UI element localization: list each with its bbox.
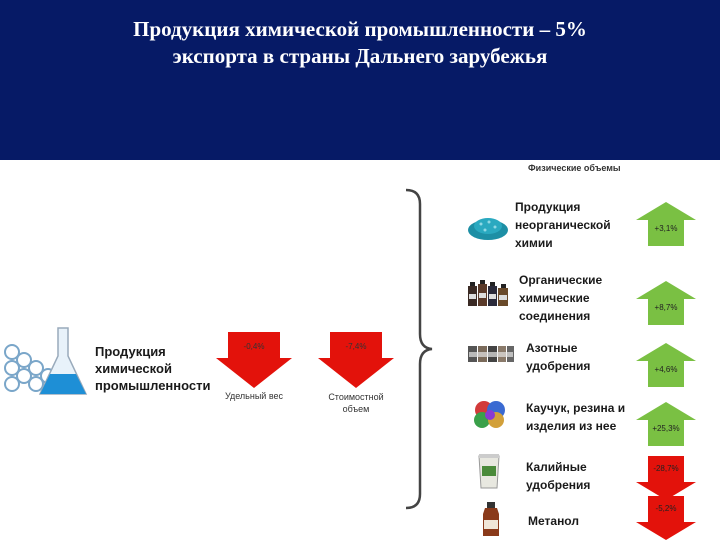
- change-arrow-up: +8,7%: [636, 281, 696, 325]
- product-label-line: Органические: [519, 273, 603, 287]
- value-caption-line: Стоимостной: [328, 392, 384, 402]
- change-value: -28,7%: [653, 464, 679, 473]
- fertilizer-jars-icon: [468, 346, 514, 362]
- share-change-value: -0,4%: [243, 342, 265, 351]
- product-label-methanol: Метанол: [528, 512, 579, 530]
- product-label-nitrogen: Азотные удобрения: [526, 339, 590, 375]
- product-label-potash: Калийные удобрения: [526, 458, 590, 494]
- product-label-line: неорганической: [515, 218, 611, 232]
- product-label-line: Азотные: [526, 341, 578, 355]
- fertilizer-bag-icon: [478, 454, 500, 489]
- up-arrow-shape: [636, 343, 696, 387]
- bottles-icon: [468, 280, 508, 306]
- change-value: +8,7%: [654, 303, 678, 312]
- curly-brace: [405, 188, 433, 510]
- product-label-line: Каучук, резина и: [526, 401, 626, 415]
- value-down-arrow: -7,4%: [318, 332, 394, 388]
- share-down-arrow: -0,4%: [216, 332, 292, 388]
- product-label-line: удобрения: [526, 359, 591, 373]
- change-arrow-up: +3,1%: [636, 202, 696, 246]
- product-label-line: соединения: [519, 309, 591, 323]
- change-arrow-up: +25,3%: [636, 402, 696, 446]
- change-arrow-up: +4,6%: [636, 343, 696, 387]
- methanol-bottle-icon: [483, 502, 499, 536]
- product-label-organic: Органические химические соединения: [519, 271, 602, 325]
- share-caption: Удельный вес: [212, 391, 296, 401]
- product-label-rubber: Каучук, резина и изделия из нее: [526, 399, 625, 435]
- up-arrow-shape: [636, 281, 696, 325]
- value-change-value: -7,4%: [345, 342, 367, 351]
- up-arrow-shape: [636, 202, 696, 246]
- share-caption-line: Удельный вес: [224, 391, 284, 401]
- main-label-line: химической: [95, 361, 172, 376]
- rubber-icon: [474, 401, 505, 428]
- down-arrow-shape: [216, 332, 292, 388]
- product-label-line: Калийные: [526, 460, 587, 474]
- main-label-line: промышленности: [95, 378, 211, 393]
- chemistry-flask-icon: [4, 327, 88, 395]
- down-arrow-shape: [636, 496, 696, 540]
- change-value: -5,2%: [655, 504, 677, 513]
- title-line-2: экспорта в страны Дальнего зарубежья: [172, 44, 548, 68]
- product-label-line: удобрения: [526, 478, 591, 492]
- granules-icon: [468, 218, 508, 240]
- product-label-line: изделия из нее: [526, 419, 617, 433]
- value-caption: Стоимостной объем: [314, 391, 398, 415]
- product-label-line: Продукция: [515, 200, 581, 214]
- change-arrow-down: -28,7%: [636, 456, 696, 500]
- change-value: +3,1%: [654, 224, 678, 233]
- product-label-inorganic: Продукция неорганической химии: [515, 198, 611, 252]
- physical-volumes-label: Физические объемы: [528, 163, 621, 173]
- product-label-line: химические: [519, 291, 590, 305]
- page-title: Продукция химической промышленности – 5%…: [0, 16, 720, 70]
- change-arrow-down: -5,2%: [636, 496, 696, 540]
- down-arrow-shape: [636, 456, 696, 500]
- up-arrow-shape: [636, 402, 696, 446]
- main-product-label: Продукция химической промышленности: [95, 343, 211, 394]
- change-value: +25,3%: [652, 424, 680, 433]
- change-value: +4,6%: [654, 365, 678, 374]
- title-banner: Продукция химической промышленности – 5%…: [0, 0, 720, 160]
- value-caption-line: объем: [342, 404, 370, 414]
- title-line-1: Продукция химической промышленности – 5%: [133, 17, 587, 41]
- product-label-line: Метанол: [528, 514, 579, 528]
- down-arrow-shape: [318, 332, 394, 388]
- main-label-line: Продукция: [95, 344, 166, 359]
- product-label-line: химии: [515, 236, 553, 250]
